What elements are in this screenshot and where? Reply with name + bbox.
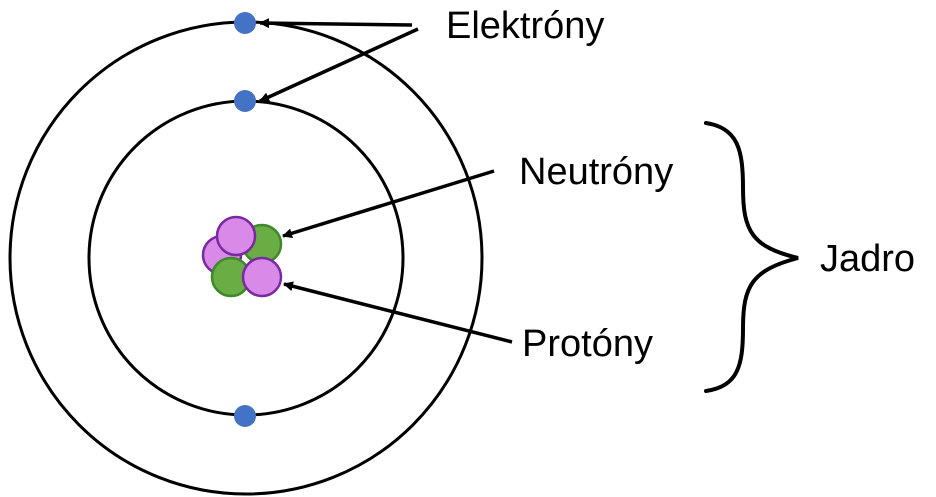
label-electrons: Elektróny	[446, 5, 604, 47]
proton-arrow	[283, 281, 513, 344]
electron-arrow-inner	[259, 27, 419, 103]
label-protons: Protóny	[522, 323, 653, 365]
inner-orbit	[87, 99, 405, 417]
electron-inner-top	[234, 90, 256, 112]
electron-outer-top	[234, 12, 256, 34]
proton-bottom-right	[241, 256, 283, 298]
electron-inner-bottom	[234, 405, 256, 427]
label-neutrons: Neutróny	[519, 151, 673, 193]
proton-top	[215, 215, 257, 257]
electron-arrow-outer	[259, 18, 413, 29]
label-nucleus: Jadro	[820, 238, 915, 280]
neutron-arrow	[282, 169, 495, 239]
nucleus-brace	[704, 121, 799, 393]
